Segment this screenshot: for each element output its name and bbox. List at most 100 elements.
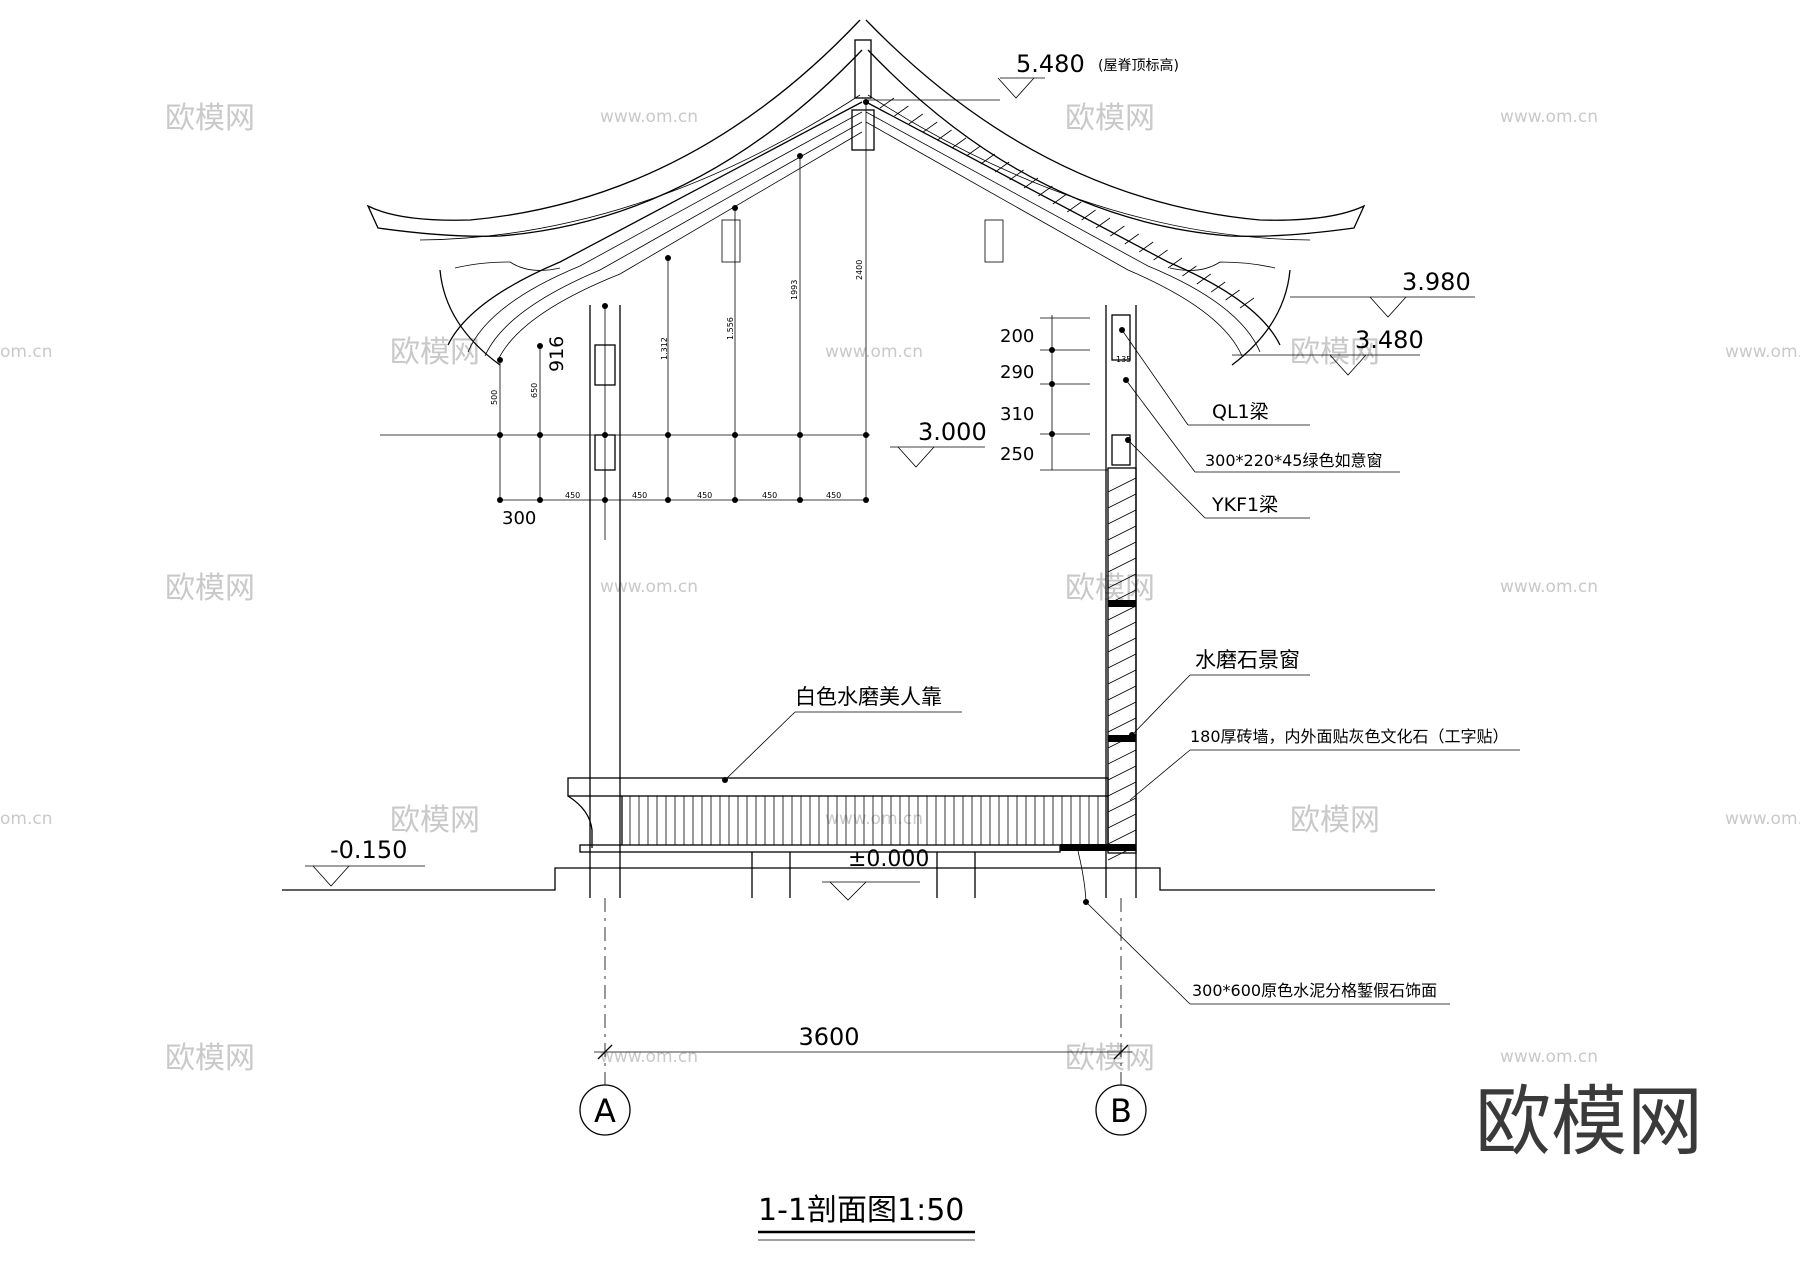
roof-hatch-line: [937, 129, 952, 141]
dim-1993: 1993: [790, 280, 799, 300]
watermark-url: www.om.cn: [1725, 342, 1800, 362]
terrazzo-window-leader: [1131, 674, 1191, 736]
callout-paving: 300*600原色水泥分格錾假石饰面: [1192, 981, 1437, 1000]
dim-dot: [863, 497, 869, 503]
roof-hatch-line: [980, 153, 996, 165]
dim-dot: [863, 99, 869, 105]
roof-right-rafter: [865, 101, 1281, 346]
dim-dot: [797, 432, 803, 438]
watermark-url: om.cn: [0, 809, 53, 829]
paving-dot: [1083, 899, 1089, 905]
dim-dot: [797, 153, 803, 159]
dim-dot: [537, 497, 543, 503]
watermark-logo-large: 欧模网: [1475, 1077, 1703, 1166]
wall-hatch-line: [1107, 717, 1137, 733]
wall-hatch-line: [1107, 685, 1137, 701]
terrazzo-window-dot: [1129, 732, 1135, 738]
dim-450-e: 450: [826, 491, 841, 500]
roof-hatch-line: [894, 105, 909, 117]
watermark-url: www.om.cn: [1500, 577, 1598, 597]
purlin-block-left: [721, 219, 741, 263]
watermarks: 欧模网 www.om.cn 欧模网 www.om.cn om.cn 欧模网 ww…: [0, 101, 1800, 1166]
roof-hatch-line: [1138, 241, 1154, 253]
dim-300: 300: [502, 508, 536, 529]
roof-hatch-line: [1210, 281, 1226, 293]
dim-dot: [1049, 381, 1055, 387]
watermark-brand: 欧模网: [165, 101, 255, 136]
wall-hatch-line: [1107, 765, 1137, 781]
dim-1556: 1.556: [726, 317, 735, 340]
elev-eave-top: 3.980: [1402, 268, 1471, 296]
watermark-url: www.om.cn: [1500, 107, 1598, 127]
ground: [282, 867, 1435, 891]
watermark-url: www.om.cn: [1725, 809, 1800, 829]
wall-hatch-line: [1107, 605, 1137, 621]
dim-450-b: 450: [632, 491, 647, 500]
elev-eave-bottom: 3.480: [1355, 326, 1424, 354]
floor-level-symbol: [829, 881, 867, 901]
wall-hatch-line: [1107, 477, 1137, 493]
dim-200: 200: [1000, 326, 1034, 347]
wall-hatch-line: [1107, 493, 1137, 509]
wall-hatch-line: [1107, 813, 1137, 829]
ground-level-symbol: [312, 865, 350, 887]
wall-band-2: [1108, 735, 1136, 742]
ground-line: [282, 867, 1435, 891]
watermark-url: www.om.cn: [600, 577, 698, 597]
axis-label-a: A: [594, 1092, 616, 1130]
wall-hatch-line: [1107, 525, 1137, 541]
roof-hatch-line: [994, 161, 1010, 173]
right-column-capital: [1111, 314, 1131, 361]
watermark-brand: 欧模网: [1065, 1041, 1155, 1076]
seat-leader: [724, 711, 796, 781]
wall-hatch-line: [1107, 781, 1137, 797]
roof-hatch-line: [922, 121, 938, 133]
span-3600: 3600: [798, 1023, 859, 1051]
dim-dot: [537, 432, 543, 438]
dim-dot: [732, 497, 738, 503]
window-dot: [1123, 377, 1129, 383]
dim-dot: [732, 205, 738, 211]
roof-hatch-line: [1095, 217, 1111, 229]
eave-left-tiles: [439, 269, 501, 366]
roof-hatch-line: [966, 145, 981, 157]
eave-right-scroll: [1169, 261, 1276, 271]
elev-beam: 3.000: [918, 418, 987, 446]
dim-dot: [665, 255, 671, 261]
wall-hatch-line: [1107, 557, 1137, 573]
dim-2400: 2400: [855, 260, 864, 280]
roof-hatch-line: [1196, 273, 1212, 285]
dimension-grid-left: 916 500 650 1.312 1.556 1993 2400 300 45…: [380, 99, 870, 529]
ridge-ornament: [854, 39, 872, 99]
roof-left-rafter: [447, 101, 863, 346]
ykf1-leader: [1127, 439, 1206, 519]
beam-level-symbol: [897, 446, 935, 468]
roof-right-rafter-3: [865, 121, 1243, 357]
dim-dot: [665, 432, 671, 438]
roof-hatch-line: [1081, 209, 1096, 221]
dim-dot: [863, 432, 869, 438]
dim-250: 250: [1000, 444, 1034, 465]
roof-left-rafter-3: [484, 121, 863, 357]
span-tick-left: [597, 1044, 613, 1060]
dim-135: 135: [1116, 355, 1131, 364]
vertical-dim-lines: [497, 99, 869, 503]
paving-curve: [1077, 850, 1087, 903]
dim-650: 650: [530, 383, 539, 398]
dim-450-a: 450: [565, 491, 580, 500]
roof-hatch-line: [1167, 257, 1183, 269]
dim-dot: [602, 432, 608, 438]
callouts: QL1梁 300*220*45绿色如意窗 YKF1梁 水磨石景窗 180厚砖墙，…: [722, 327, 1520, 1005]
watermark-brand: 欧模网: [390, 803, 480, 838]
roof-hatch-line: [908, 113, 924, 125]
dim-916: 916: [546, 336, 568, 372]
eave-left-scroll: [454, 261, 561, 271]
wall-hatch-line: [1107, 509, 1137, 525]
seat-bench: [579, 844, 1061, 853]
dim-310: 310: [1000, 404, 1034, 425]
dim-500: 500: [490, 390, 499, 405]
callout-ql1: QL1梁: [1212, 401, 1269, 423]
dim-dot: [497, 497, 503, 503]
roof-right-inner: [867, 94, 1311, 241]
